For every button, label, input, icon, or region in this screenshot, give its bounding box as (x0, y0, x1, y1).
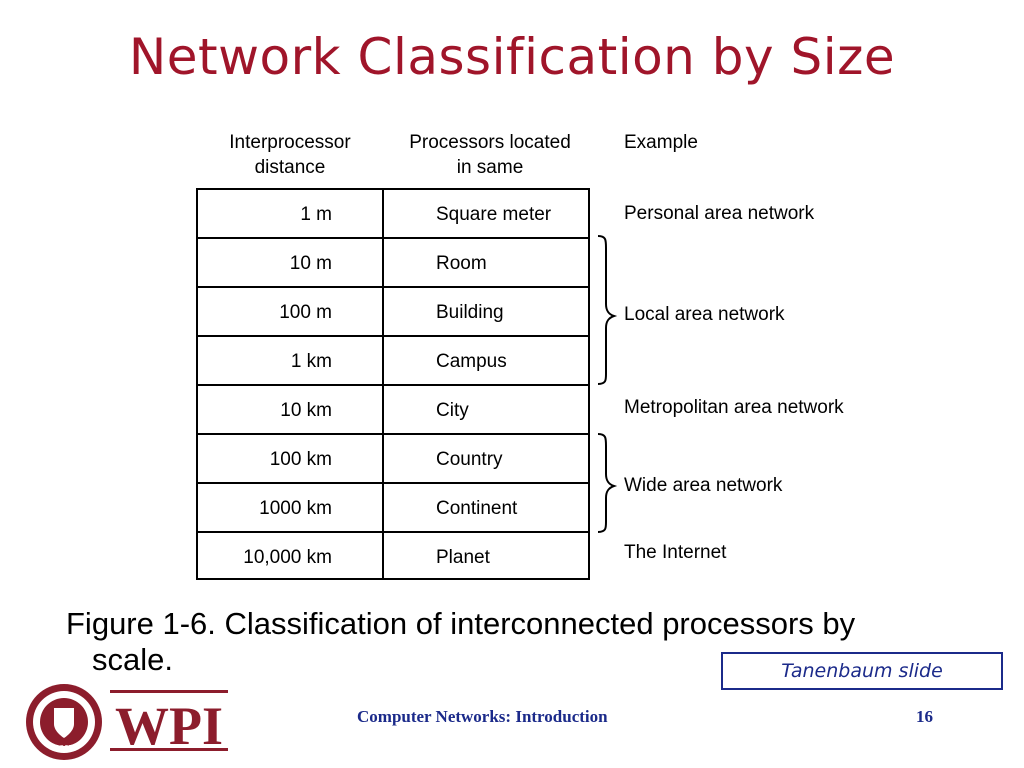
table-row: 10 m Room (198, 239, 588, 288)
location-cell: Square meter (436, 204, 552, 225)
header-example: Example (624, 132, 698, 153)
tanenbaum-badge: Tanenbaum slide (721, 652, 1003, 690)
caption-line-1: Figure 1-6. Classification of interconne… (66, 606, 856, 641)
header-located: Processors located in same (409, 132, 571, 178)
location-cell: Country (436, 449, 503, 470)
table-row: 1 m Square meter (198, 190, 588, 239)
classification-table: 1 m Square meter 10 m Room 100 m Buildin… (196, 188, 590, 580)
table-row: 10 km City (198, 386, 588, 435)
footer-page-number: 16 (916, 707, 933, 726)
distance-cell: 1 m (300, 204, 332, 225)
seal-year: 1865 (55, 744, 73, 752)
distance-cell: 100 km (269, 449, 332, 470)
wpi-wordmark: WPI (115, 696, 223, 756)
lan-brace (597, 235, 618, 385)
example-pan: Personal area network (624, 203, 815, 224)
distance-cell: 10 m (289, 253, 332, 274)
shield-icon (54, 708, 74, 738)
grouping-braces (597, 235, 618, 533)
wordmark-top-bar (110, 690, 228, 693)
figure-caption: Figure 1-6. Classification of interconne… (66, 606, 966, 678)
slide-title: Network Classification by Size (128, 28, 896, 86)
wordmark-bottom-bar (110, 748, 228, 751)
location-cell: Planet (436, 547, 490, 568)
distance-cell: 10,000 km (243, 547, 332, 568)
location-cell: Continent (436, 498, 518, 519)
location-cell: City (436, 400, 469, 421)
example-internet: The Internet (624, 542, 727, 563)
column-divider (382, 190, 384, 580)
table-row: 1 km Campus (198, 337, 588, 386)
location-cell: Room (436, 253, 487, 274)
caption-line-2: scale. (92, 642, 173, 677)
header-distance: Interprocessor distance (229, 132, 351, 178)
footer-course: Computer Networks: Introduction (357, 707, 608, 726)
table-row: 1000 km Continent (198, 484, 588, 533)
wpi-logo: WORCESTER POLYTECHNIC INSTITUTE 1865 WPI (26, 684, 228, 760)
example-wan: Wide area network (624, 475, 783, 496)
table-row: 100 km Country (198, 435, 588, 484)
distance-cell: 1000 km (259, 498, 332, 519)
example-man: Metropolitan area network (624, 397, 844, 418)
distance-cell: 1 km (290, 351, 332, 372)
example-lan: Local area network (624, 304, 785, 325)
distance-cell: 100 m (279, 302, 332, 323)
location-cell: Campus (436, 351, 507, 372)
location-cell: Building (436, 302, 504, 323)
wan-brace (597, 433, 618, 533)
table-row: 10,000 km Planet (198, 533, 588, 582)
table-row: 100 m Building (198, 288, 588, 337)
distance-cell: 10 km (280, 400, 332, 421)
